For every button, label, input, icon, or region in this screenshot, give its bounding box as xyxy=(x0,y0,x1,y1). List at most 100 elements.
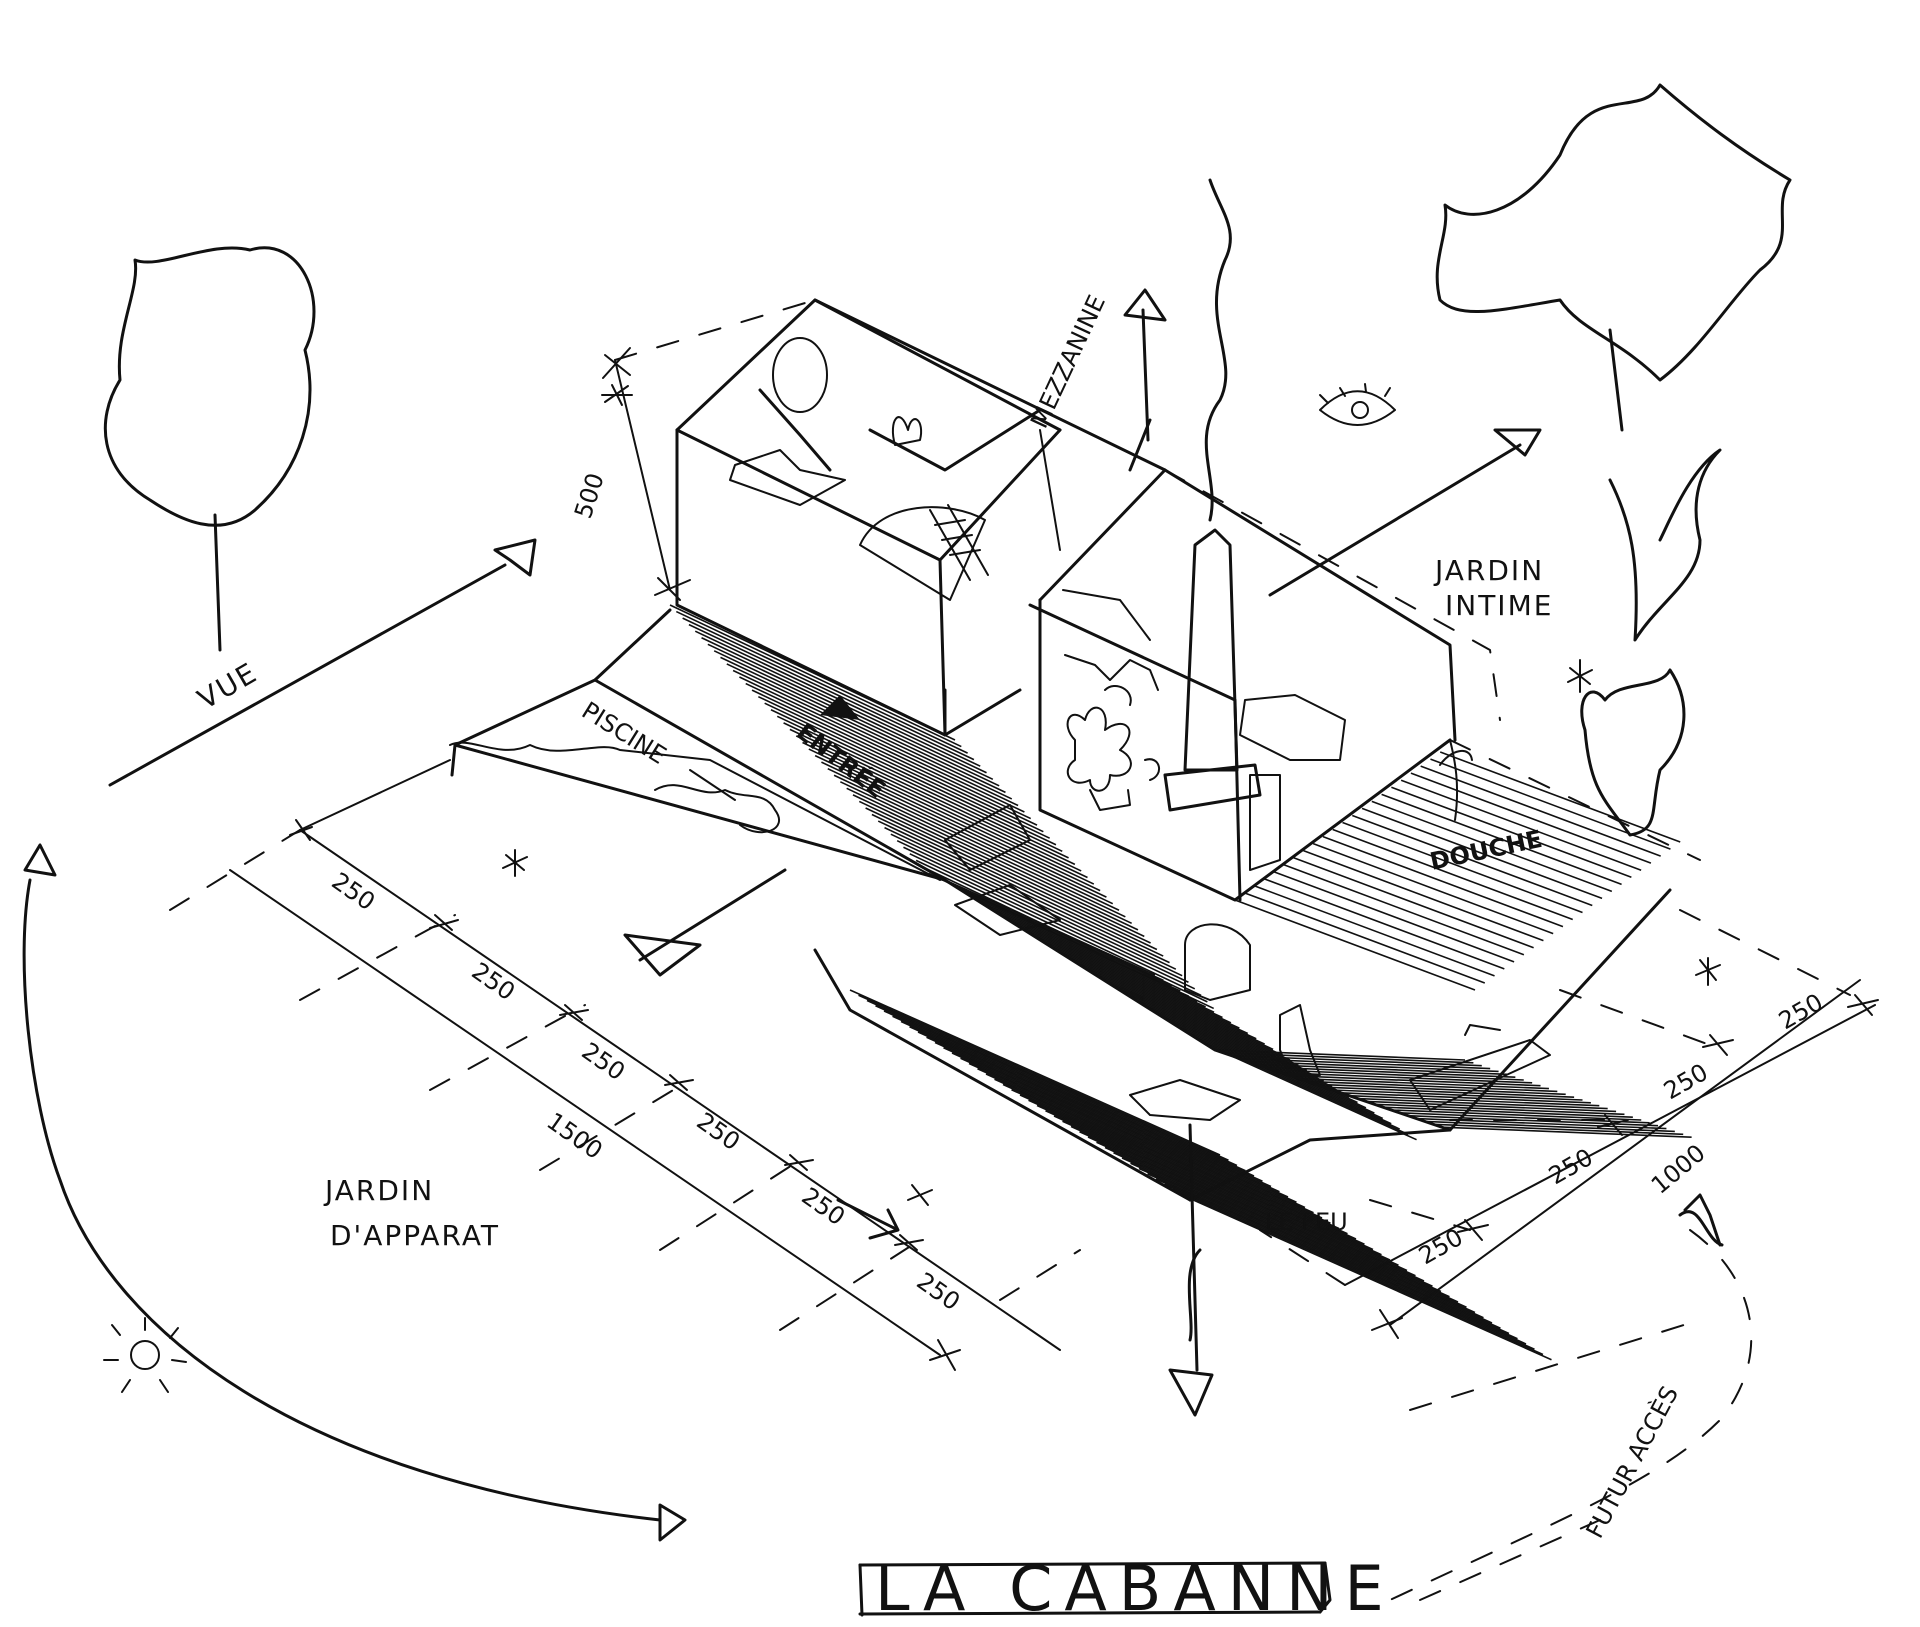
dim-left-6: 250 xyxy=(912,1267,966,1316)
deck-hatch-line xyxy=(1181,1194,1552,1361)
deck-hatch-line xyxy=(827,767,1114,905)
deck-hatch-line xyxy=(1357,1097,1608,1110)
deck-hatch-line xyxy=(1420,765,1661,857)
dim-right-total: 1000 xyxy=(1646,1139,1711,1200)
deck-hatch-line xyxy=(1062,1120,1433,1287)
tree-icon xyxy=(1435,83,1792,837)
deck-hatch-line xyxy=(1433,1123,1684,1136)
deck-hatch-line xyxy=(883,1010,1255,1177)
deck-hatch-line xyxy=(846,787,1133,925)
right-dimension xyxy=(1344,979,1879,1339)
deck-hatch-line xyxy=(1011,1089,1382,1256)
deck-hatch-line xyxy=(871,813,1158,951)
deck-hatch-line xyxy=(977,1068,1348,1235)
dim-left-total: 1500 xyxy=(542,1107,608,1165)
dim-left-1: 250 xyxy=(327,867,381,916)
deck-hatch-line xyxy=(1223,1052,1474,1064)
deck-hatch-line xyxy=(849,989,1221,1156)
deck-hatch-line xyxy=(669,604,956,741)
deck-hatch-line xyxy=(1307,1080,1558,1093)
deck-hatch-line xyxy=(1324,1086,1575,1098)
deck-outline xyxy=(450,608,1672,1202)
deck-hatch-line xyxy=(1003,916,1215,1013)
deck-hatch-line xyxy=(1079,1131,1450,1298)
deck-hatch-line xyxy=(776,715,1063,853)
deck-hatch-line xyxy=(903,846,1189,983)
deck-hatch-line xyxy=(1037,937,1249,1035)
deck-hatch-line xyxy=(968,1062,1340,1230)
deck-hatch-line xyxy=(764,702,1050,839)
deck-hatch-line xyxy=(757,695,1044,833)
dim-left-2: 250 xyxy=(467,957,521,1006)
deck-hatch-line xyxy=(1441,1126,1692,1138)
deck-hatch-line xyxy=(896,839,1183,977)
deck-hatch-line xyxy=(858,800,1145,938)
shower xyxy=(1439,739,1473,821)
deck-hatch-line xyxy=(1002,1083,1374,1251)
deck-hatch-line xyxy=(1104,1146,1476,1314)
deck-hatch-line xyxy=(1164,1017,1375,1114)
deck-hatch-line xyxy=(1371,800,1613,893)
deck-hatch-line xyxy=(1400,779,1642,871)
deck-hatch-line xyxy=(1391,1109,1642,1121)
deck-hatch-line xyxy=(1439,751,1681,843)
deck-hatch-line xyxy=(1342,821,1583,914)
deck-hatch-line xyxy=(985,1073,1357,1240)
dim-left-5: 250 xyxy=(797,1182,851,1231)
deck-hatch-line xyxy=(1303,849,1544,942)
deck-hatch-line xyxy=(1079,964,1291,1061)
deck-hatch-line xyxy=(953,884,1164,982)
deck-hatch-line xyxy=(1029,932,1240,1029)
dim-height: 500 xyxy=(569,470,610,522)
piscine-label: PISCINE xyxy=(577,696,671,769)
height-dimension xyxy=(602,347,691,601)
deck-hatch-line xyxy=(951,1052,1323,1219)
deck-hatch-line xyxy=(1322,835,1564,928)
deck-hatch-line xyxy=(1147,1173,1518,1340)
deck-hatch-line xyxy=(943,1047,1314,1214)
deck-hatch-line xyxy=(720,656,1006,794)
house-volume xyxy=(675,298,1457,902)
deck-hatch-line xyxy=(1164,1183,1535,1350)
deck-hatch-line xyxy=(1264,878,1505,970)
dashed-outline xyxy=(614,299,1701,861)
deck-hatch-line xyxy=(1231,1054,1482,1067)
page-title: LA CABANNE xyxy=(875,1552,1396,1625)
deck-hatch-line xyxy=(858,994,1229,1161)
deck-hatch-line xyxy=(1351,814,1593,907)
deck-hatch-line xyxy=(1087,1136,1459,1303)
title-box xyxy=(858,1561,1332,1617)
dim-right-4: 250 xyxy=(1774,988,1828,1035)
deck-hatch-line xyxy=(1391,786,1632,879)
deck-hatch-line xyxy=(1273,871,1515,963)
deck-hatch-line xyxy=(944,879,1156,976)
deck-hatch-line xyxy=(1071,958,1282,1056)
deck-hatch-line xyxy=(795,735,1082,872)
fireplace-bench xyxy=(1239,694,1346,871)
deck-hatch-line xyxy=(1273,1069,1524,1081)
deck-hatch-line xyxy=(915,859,1202,997)
jardin-apparat-line2: D'APPARAT xyxy=(330,1219,500,1252)
jardin-intime-line2: INTIME xyxy=(1445,589,1553,622)
sun-icon xyxy=(103,1317,187,1393)
deck-hatch-line xyxy=(960,1057,1331,1224)
deck-hatch-line xyxy=(1054,948,1266,1045)
deck-hatch-line xyxy=(1053,1115,1425,1282)
deck-hatch-line xyxy=(739,676,1025,813)
deck-hatch-line xyxy=(808,748,1095,885)
left-dimension xyxy=(229,759,1061,1371)
deck-hatch-line xyxy=(1180,1028,1392,1125)
vue-arrow xyxy=(108,538,537,787)
deck-hatch-line xyxy=(833,774,1120,911)
deck-hatch-line xyxy=(1036,1104,1408,1272)
deck-hatch-line xyxy=(770,709,1057,846)
deck-hatch-line xyxy=(688,623,975,761)
deck-hatch-line xyxy=(814,754,1101,892)
jardin-intime-line1: JARDIN xyxy=(1433,554,1544,587)
deck-hatch-line xyxy=(884,826,1170,964)
deck-hatch-line xyxy=(1155,1178,1527,1345)
deck-hatch-line xyxy=(934,1041,1306,1209)
deck-hatch-line xyxy=(1045,1110,1416,1277)
deck-hatch-line xyxy=(783,722,1069,859)
deck-hatch-line xyxy=(969,895,1181,992)
